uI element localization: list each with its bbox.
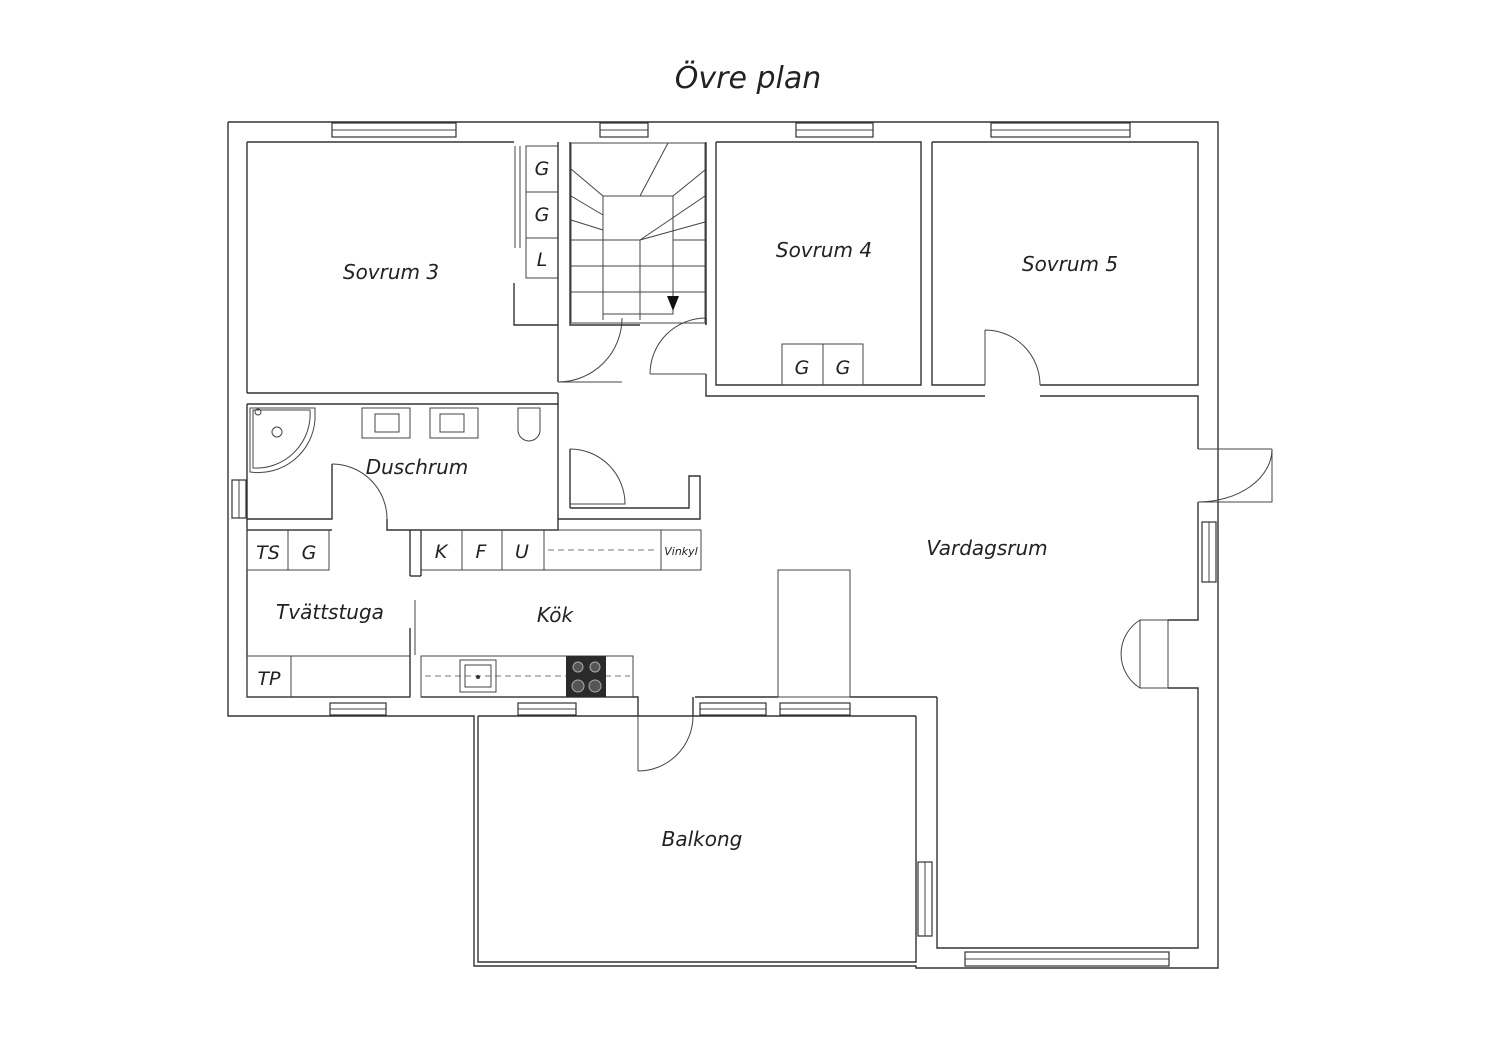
closet-label-g: G <box>302 542 317 564</box>
room-label-duschrum: Duschrum <box>366 455 469 479</box>
sovrum-4-walls <box>649 141 922 386</box>
sovrum-3-walls <box>247 141 623 405</box>
entrance-door <box>1197 448 1273 503</box>
stove-icon <box>566 656 606 697</box>
closet-label-g: G <box>795 357 810 379</box>
room-label-vardagsrum: Vardagsrum <box>926 536 1047 560</box>
room-label-sovrum-3: Sovrum 3 <box>343 260 439 284</box>
tvattstuga-and-kok-fixtures <box>246 529 702 698</box>
outer-walls <box>227 121 1219 969</box>
fireplace <box>1120 619 1169 689</box>
closet-label-k: K <box>435 541 449 563</box>
stair-direction-arrow-icon <box>667 296 679 311</box>
closet-label-ts: TS <box>256 542 280 564</box>
duschrum-walls <box>247 404 701 531</box>
room-label-sovrum-5: Sovrum 5 <box>1022 252 1118 276</box>
closet-label-g: G <box>535 158 550 180</box>
room-label-kok: Kök <box>537 603 575 627</box>
sovrum-5-walls <box>931 141 1198 386</box>
closet-label-f: F <box>476 541 488 563</box>
closet-label-l: L <box>537 249 548 271</box>
balkong-door <box>637 715 694 772</box>
staircase <box>569 142 707 326</box>
closet-label-tp: TP <box>257 668 281 690</box>
plan-title: Övre plan <box>675 60 821 96</box>
room-label-sovrum-4: Sovrum 4 <box>776 238 872 262</box>
closet-label-vinkyl: Vinkyl <box>664 545 698 558</box>
closet-label-g: G <box>535 204 550 226</box>
chimney <box>777 569 851 698</box>
windows <box>231 122 1217 967</box>
room-label-tvattstuga: Tvättstuga <box>276 600 384 624</box>
closet-label-u: U <box>515 541 529 563</box>
closet-label-g: G <box>836 357 851 379</box>
room-label-balkong: Balkong <box>662 827 743 851</box>
